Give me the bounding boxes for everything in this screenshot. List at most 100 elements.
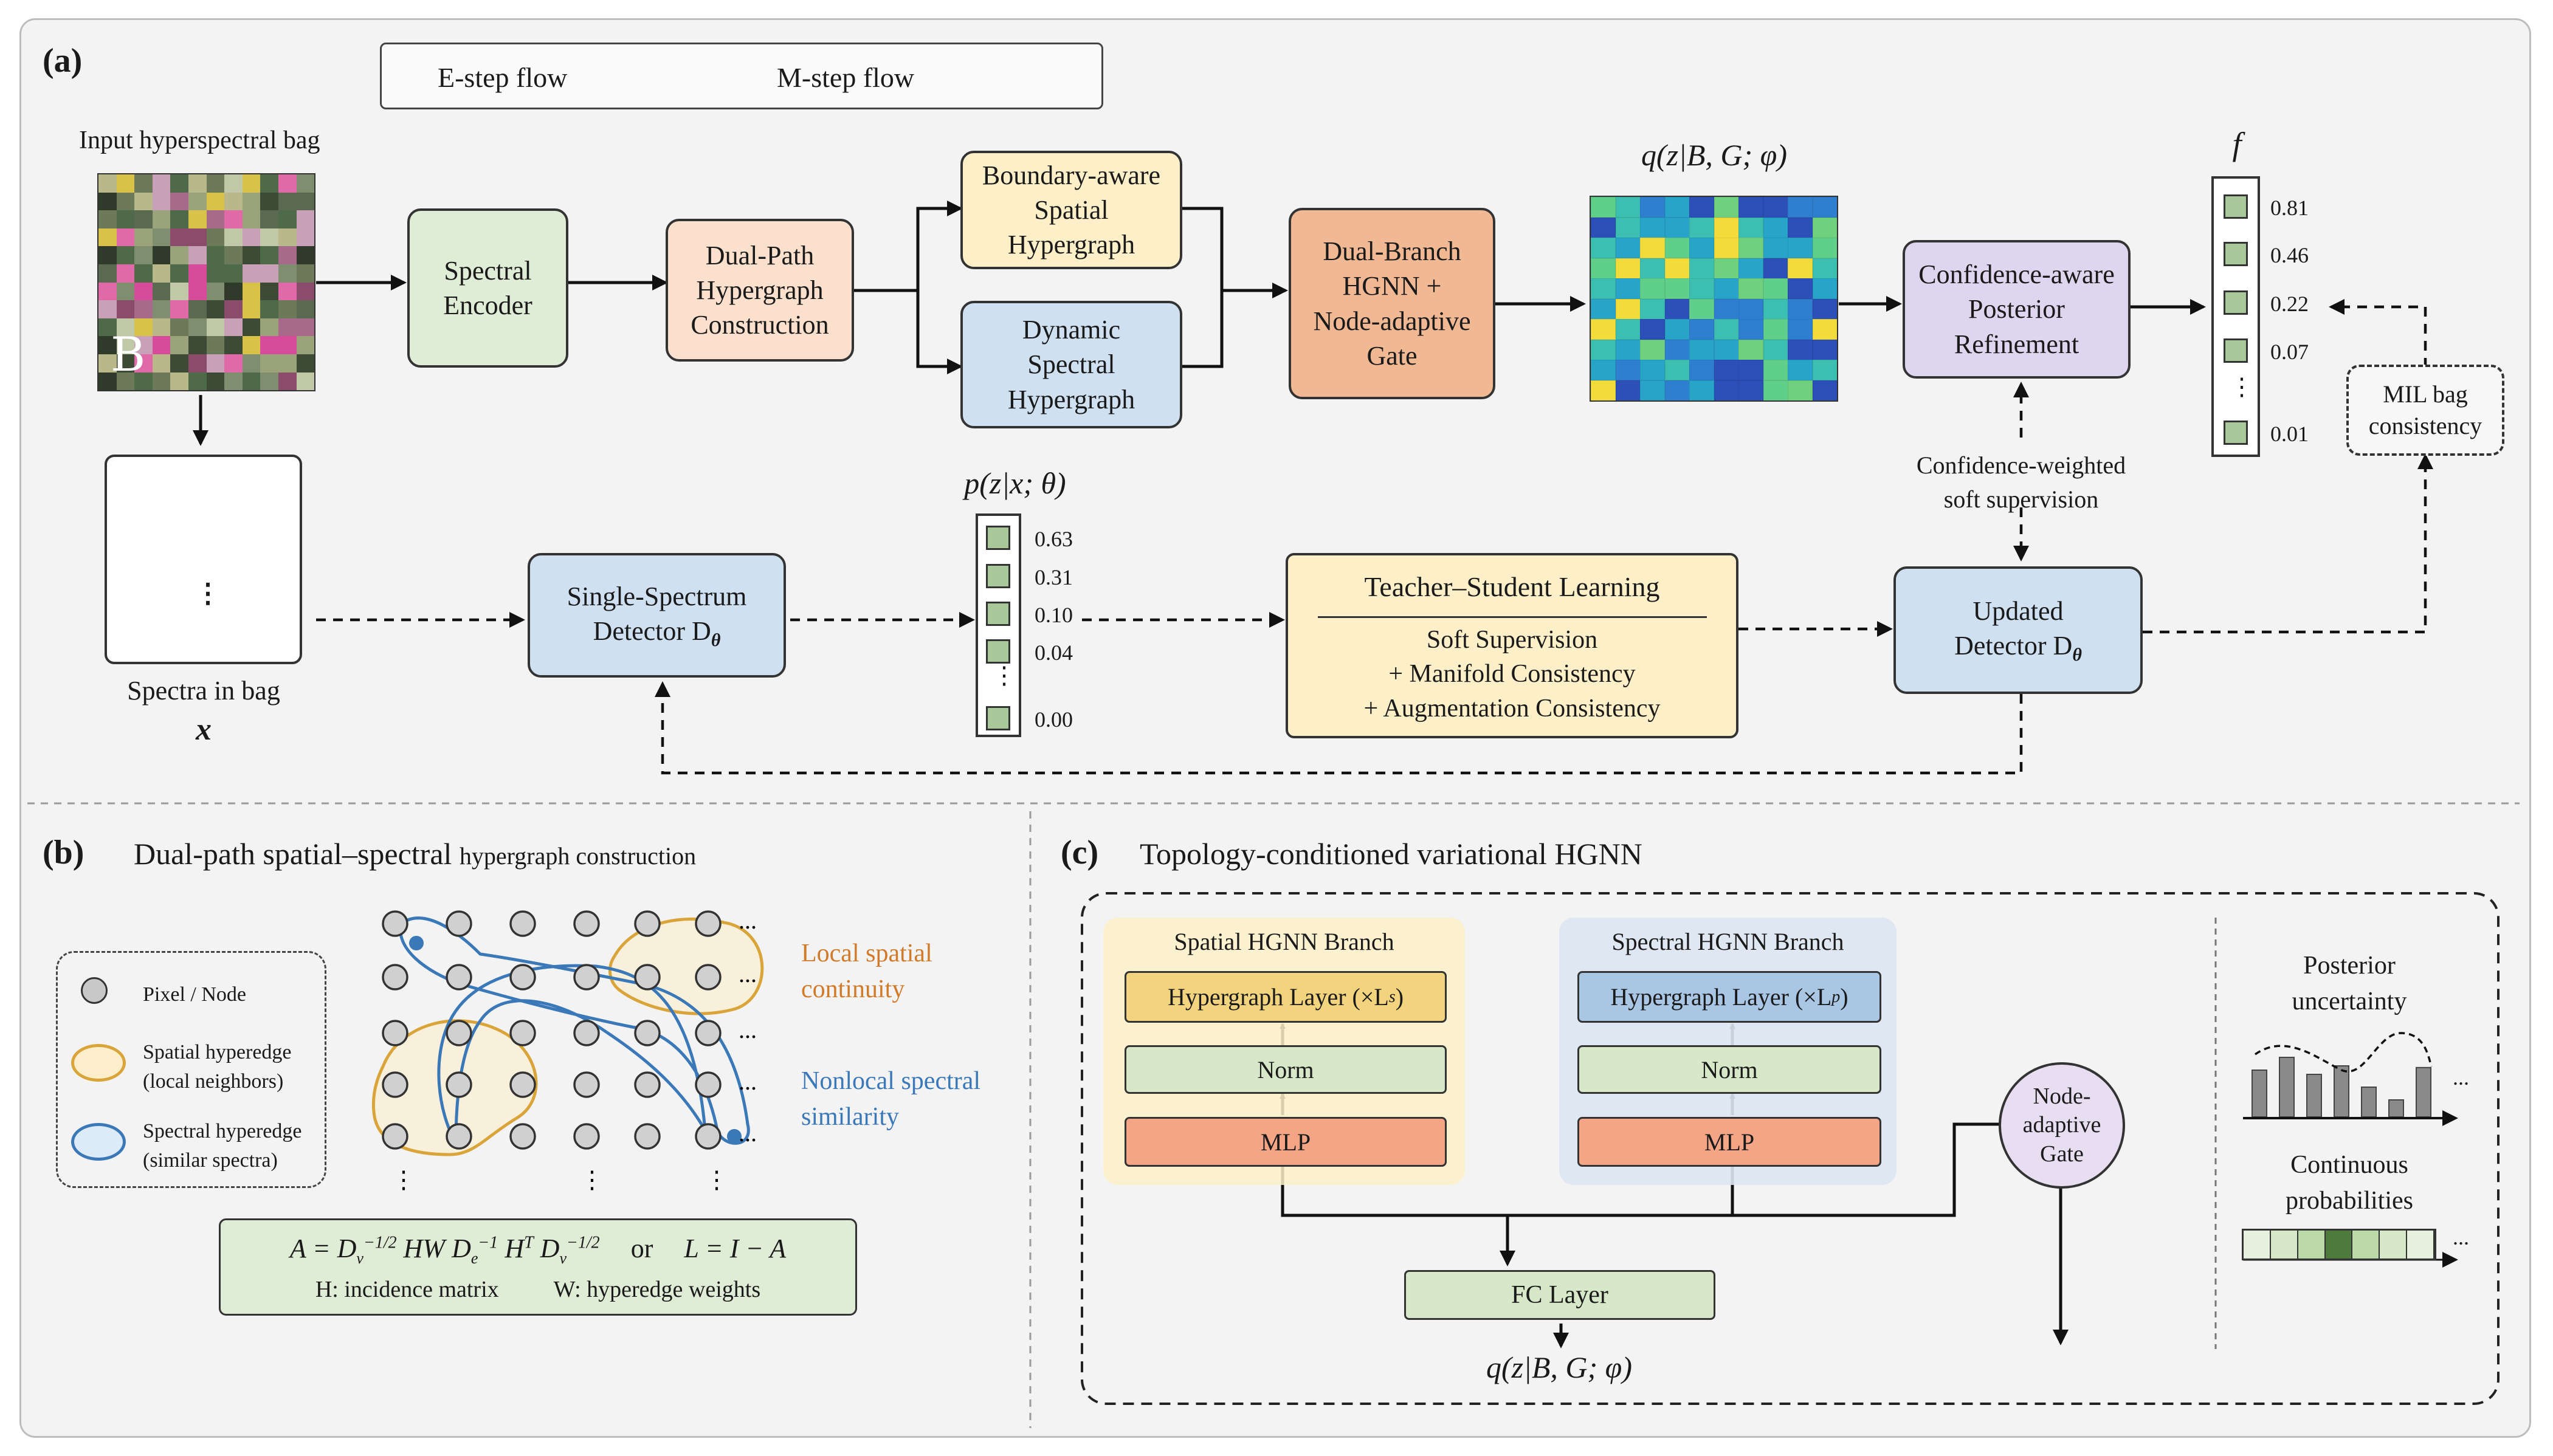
single-line: Single-Spectrum — [567, 581, 747, 611]
bag-pixel — [188, 210, 207, 229]
mstep-legend-label: M-step flow — [777, 62, 915, 93]
vector-value: 0.00 — [1035, 707, 1073, 732]
heatmap-cell — [1640, 380, 1665, 400]
heatmap-cell — [1615, 339, 1641, 360]
bag-pixel — [224, 264, 243, 283]
bag-pixel — [188, 318, 207, 337]
bag-pixel — [116, 336, 135, 355]
bag-pixel — [134, 354, 153, 373]
pixel-node-grid: ...............⋮⋮⋮ — [382, 907, 757, 1193]
pixel-node — [634, 1020, 661, 1046]
bag-pixel — [224, 354, 243, 373]
boundary-line: Boundary-aware — [982, 160, 1161, 190]
gate-line: Gate — [2040, 1141, 2084, 1167]
panel-c-label: (c) — [1061, 834, 1099, 871]
dual-path-line: Construction — [691, 310, 829, 340]
dual-path-construction: Dual-Path Hypergraph Construction — [666, 219, 854, 362]
bag-pixel — [296, 246, 314, 265]
heatmap-cell — [1615, 319, 1641, 340]
spectral-branch-title: Spectral HGNN Branch — [1611, 928, 1844, 955]
heatmap-cell — [1714, 258, 1739, 279]
legend-pixel-label: Pixel / Node — [143, 983, 246, 1006]
bag-pixel — [206, 246, 225, 265]
heatmap-cell — [1714, 217, 1739, 238]
bag-pixel — [206, 174, 225, 193]
updated-detector: Updated Detector Dθ — [1893, 566, 2143, 694]
heatmap-cell — [1738, 197, 1763, 218]
bag-pixel — [296, 210, 314, 229]
pixel-node — [573, 910, 600, 937]
bag-pixel — [224, 174, 243, 193]
q-output-label: q(z|B, G; φ) — [1486, 1350, 1632, 1384]
bag-pixel — [170, 210, 189, 229]
pixel-node — [382, 1020, 408, 1046]
posterior-line: uncertainty — [2292, 987, 2407, 1015]
legend-spectral-line: Spectral hyperedge — [143, 1120, 302, 1142]
bag-pixel — [206, 300, 225, 319]
bag-pixel — [188, 228, 207, 247]
bag-pixel — [188, 300, 207, 319]
heatmap-cell — [1738, 319, 1763, 340]
dynamic-line: Dynamic — [1022, 315, 1121, 345]
grid-ellipsis: ... — [739, 1119, 757, 1147]
bag-pixel — [152, 372, 171, 390]
vector-cell — [986, 706, 1010, 730]
pixel-node — [634, 1071, 661, 1098]
formula-line: A = Dv−1/2 HW De−1 HT Dv−1/2 or L = I − … — [290, 1231, 786, 1269]
bag-pixel — [134, 174, 153, 193]
grid-ellipsis: ... — [739, 960, 757, 987]
bag-pixel — [224, 192, 243, 211]
vector-cell — [2224, 290, 2248, 315]
confidence-line: Refinement — [1954, 329, 2079, 359]
bag-pixel — [98, 264, 117, 283]
q-posterior-label: q(z|B, G; φ) — [1641, 138, 1787, 172]
bag-pixel — [242, 336, 261, 355]
bag-pixel — [188, 192, 207, 211]
heatmap-cell — [1591, 339, 1616, 360]
confidence-aware-refinement: Confidence-aware Posterior Refinement — [1903, 240, 2131, 379]
spectra-label: Spectra in bag — [127, 676, 280, 706]
pixel-node — [634, 910, 661, 937]
heatmap-cell — [1738, 298, 1763, 320]
heatmap-cell — [1714, 339, 1739, 360]
probability-cell — [2407, 1231, 2435, 1259]
heatmap-cell — [1763, 197, 1788, 218]
heatmap-cell — [1615, 360, 1641, 380]
bag-pixel — [116, 246, 135, 265]
heatmap-cell — [1689, 360, 1714, 380]
grid-ellipsis: ⋮ — [705, 1166, 729, 1193]
spectral-norm: Norm — [1577, 1045, 1881, 1094]
bag-pixel — [278, 372, 297, 390]
heatmap-cell — [1615, 278, 1641, 299]
mil-bag-consistency: MIL bag consistency — [2346, 365, 2504, 456]
heatmap-cell — [1738, 258, 1763, 279]
bag-pixel — [206, 264, 225, 283]
flow-legend: E-step flow M-step flow — [380, 43, 1103, 109]
posterior-uncertainty-chart — [2243, 1032, 2458, 1126]
heatmap-cell — [1738, 238, 1763, 258]
bag-pixel — [152, 282, 171, 301]
bag-pixel — [242, 300, 261, 319]
heatmap-cell — [1640, 360, 1665, 380]
continuous-probability-strip — [2242, 1229, 2436, 1260]
vector-cell — [2224, 338, 2248, 363]
uncertainty-ellipsis: ... — [2453, 1065, 2469, 1090]
bag-pixel — [224, 228, 243, 247]
heatmap-cell — [1788, 319, 1813, 340]
bag-pixel — [260, 228, 279, 247]
panel-b-title: Dual-path spatial–spectral hypergraph co… — [134, 839, 696, 869]
bag-pixel — [116, 264, 135, 283]
bag-pixel — [188, 336, 207, 355]
bag-pixel — [260, 354, 279, 373]
pixel-node — [634, 964, 661, 991]
updated-line: Updated — [1972, 596, 2064, 626]
heatmap-cell — [1689, 298, 1714, 320]
dual-branch-line: Dual-Branch — [1323, 236, 1461, 267]
heatmap-cell — [1591, 319, 1616, 340]
pixel-node — [382, 1071, 408, 1098]
heatmap-cell — [1664, 319, 1690, 340]
bag-pixel — [116, 318, 135, 337]
spectral-encoder: Spectral Encoder — [407, 208, 568, 368]
spectral-encoder-line: Spectral — [444, 255, 532, 286]
